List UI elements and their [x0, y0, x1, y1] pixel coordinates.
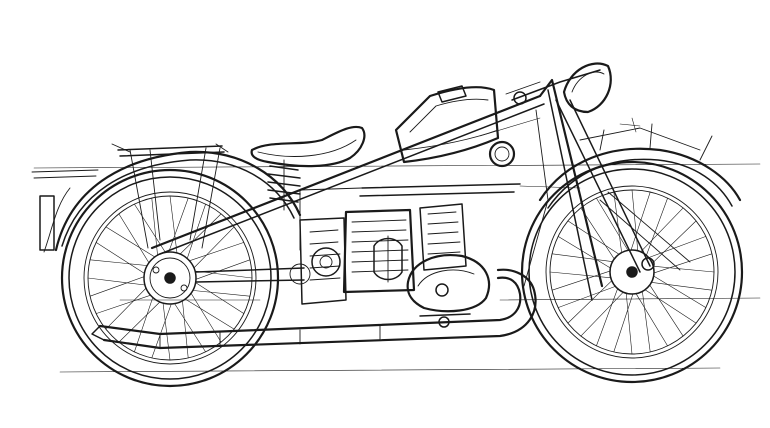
- wheel-spoke: [118, 213, 152, 267]
- wheel-spoke: [641, 287, 697, 324]
- front-wheel-spokes: [549, 189, 715, 355]
- wheel-spoke: [644, 197, 668, 260]
- wheel-spoke: [188, 289, 251, 297]
- wheel-spoke: [580, 288, 627, 337]
- wheel-spoke: [166, 197, 189, 257]
- wheel-spoke: [151, 197, 159, 260]
- seat-spring: [267, 159, 301, 211]
- carburetor: [373, 235, 403, 283]
- wheel-spoke: [191, 259, 251, 282]
- wheel-spoke: [89, 259, 152, 267]
- exhaust-pipe: [91, 268, 537, 350]
- wheel-spoke: [637, 207, 684, 256]
- crankcase: [406, 254, 491, 313]
- drive-shaft: [195, 263, 311, 285]
- wheel-spoke: [649, 253, 713, 275]
- frame-tubes: [150, 78, 701, 301]
- wheel-spoke: [549, 271, 616, 279]
- wheel-spoke: [644, 236, 707, 260]
- wheel-spoke: [625, 288, 633, 355]
- front-fork: [555, 99, 691, 273]
- rear-wheel-spokes: [87, 195, 253, 361]
- wheel-spoke: [176, 213, 222, 258]
- wheel-spoke: [190, 226, 235, 272]
- wheel-spoke: [557, 284, 620, 308]
- wheel-spoke: [646, 281, 713, 291]
- wheel-spoke: [551, 253, 618, 263]
- sketch-construction-lines: [33, 117, 761, 373]
- wheel-spoke: [105, 226, 159, 260]
- saddle-seat: [250, 125, 366, 168]
- wheel-spoke: [162, 298, 171, 361]
- wheel-spoke: [633, 289, 668, 347]
- footrest: [419, 313, 471, 328]
- wheel-spoke: [134, 292, 155, 353]
- wheel-spoke: [631, 189, 639, 256]
- wheel-spoke: [551, 269, 615, 291]
- wheel-spoke: [134, 203, 169, 257]
- wheel-spoke: [596, 284, 620, 347]
- wheel-spoke: [648, 220, 697, 267]
- wheel-spoke: [641, 286, 651, 353]
- wheel-spoke: [171, 299, 206, 353]
- wheel-spoke: [647, 281, 684, 337]
- wheel-spoke: [181, 296, 235, 330]
- wheel-spoke: [105, 284, 150, 330]
- wheel-spoke: [557, 236, 615, 271]
- wheel-spoke: [87, 277, 150, 286]
- front-fender: [538, 123, 742, 209]
- engine-block: [299, 203, 467, 305]
- rear-wheel: [60, 168, 280, 388]
- fuel-tank: [394, 85, 500, 164]
- wheel-spoke: [580, 207, 617, 263]
- rear-fender: [31, 150, 302, 253]
- wheel-spoke: [95, 293, 155, 314]
- wheel-spoke: [188, 289, 222, 343]
- wheel-spoke: [118, 298, 164, 343]
- wheel-spoke: [185, 203, 206, 264]
- wheel-spoke: [613, 191, 623, 258]
- wheel-spoke: [613, 289, 635, 353]
- wheel-spoke: [89, 274, 149, 297]
- wheel-spoke: [629, 191, 651, 255]
- wheel-spoke: [95, 242, 149, 277]
- wheel-spoke: [649, 273, 707, 308]
- luggage-rack: [111, 143, 229, 249]
- wheel-spoke: [596, 197, 631, 255]
- wheel-spoke: [191, 279, 245, 314]
- front-wheel: [520, 160, 744, 384]
- wheel-spoke: [185, 242, 245, 263]
- gauge-dial: [488, 140, 516, 168]
- wheel-spoke: [648, 265, 715, 273]
